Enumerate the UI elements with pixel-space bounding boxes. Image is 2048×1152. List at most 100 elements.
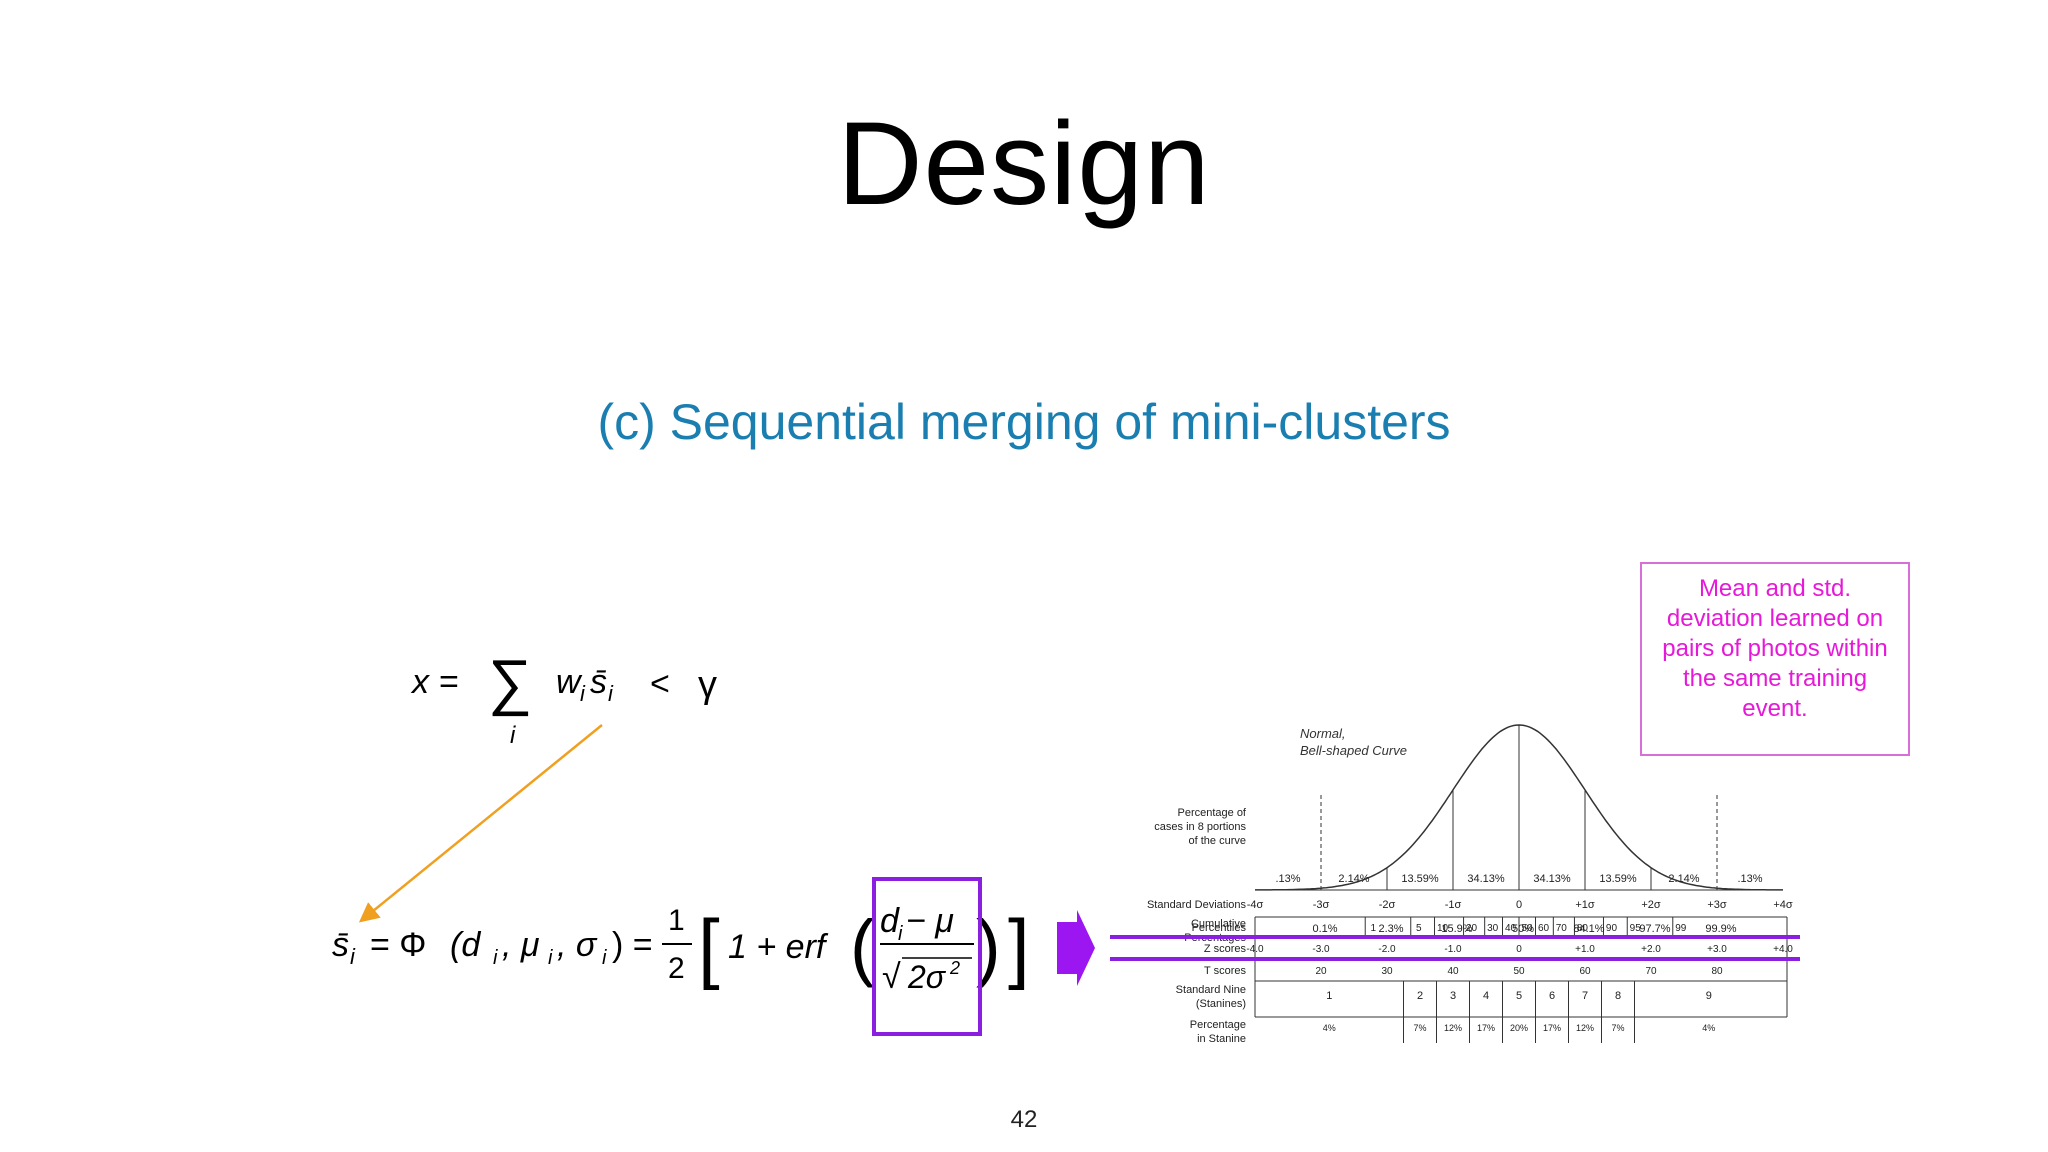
- stanine-label: 1: [1326, 990, 1332, 1002]
- z-score-label: -1.0: [1444, 944, 1462, 955]
- percentile-label: 70: [1556, 923, 1568, 934]
- purple-arrow-icon: [1057, 910, 1095, 986]
- stanine-label: 8: [1615, 990, 1621, 1002]
- t-score-label: 30: [1381, 966, 1393, 977]
- formula2-inner-num-sub: i: [898, 923, 903, 945]
- stanine-percentage: 12%: [1444, 1023, 1462, 1033]
- row-label-percentage: cases in 8 portions: [1154, 821, 1246, 833]
- stanine-percentage: 7%: [1611, 1023, 1624, 1033]
- stanine-label: 2: [1417, 990, 1423, 1002]
- formula1-s-sub: i: [608, 681, 614, 706]
- annotation-box: Mean and std. deviation learned on pairs…: [1640, 562, 1910, 756]
- std-dev-label: +1σ: [1575, 899, 1595, 911]
- formula2-frac-den: 2: [668, 952, 685, 985]
- row-label-percentage: Percentage of: [1178, 807, 1247, 819]
- row-label-t-scores: T scores: [1204, 965, 1246, 977]
- row-label-cumulative: Cumulative: [1191, 918, 1246, 930]
- formula2-frac-num: 1: [668, 904, 685, 937]
- percentile-label: 40: [1505, 923, 1517, 934]
- formula1-gamma: γ: [698, 664, 717, 706]
- formula2-args-sub3: i: [602, 947, 607, 969]
- z-score-label: -2.0: [1378, 944, 1396, 955]
- percentile-label: 30: [1487, 923, 1499, 934]
- cumulative-label: 50%: [1512, 923, 1534, 935]
- stanine-label: 3: [1450, 990, 1456, 1002]
- annotation-line: Mean and std.: [1698, 575, 1852, 602]
- cumulative-label: 2.3%: [1378, 923, 1403, 935]
- t-score-label: 70: [1645, 966, 1657, 977]
- stanine-percentage: 17%: [1477, 1023, 1495, 1033]
- threshold-formula: x = ∑ i w i s̄ i < γ: [410, 648, 717, 749]
- percentile-label: 80: [1577, 923, 1589, 934]
- stanine-percentage: 4%: [1323, 1023, 1336, 1033]
- std-dev-label: 0: [1516, 899, 1522, 911]
- percentile-label: 60: [1538, 923, 1550, 934]
- z-score-highlight-box: [1110, 935, 1800, 961]
- z-score-label: 0: [1516, 944, 1522, 955]
- z-score-label: +3.0: [1707, 944, 1727, 955]
- stanine-percentage: 7%: [1413, 1023, 1426, 1033]
- stanine-label: 5: [1516, 990, 1522, 1002]
- slide-subtitle: (c) Sequential merging of mini-clusters: [597, 394, 1451, 450]
- row-label-stanines: (Stanines): [1196, 998, 1246, 1010]
- cumulative-label: 0.1%: [1312, 923, 1337, 935]
- similarity-formula: s̄ i = Φ (d i , μ i , σ i ) = 1 2 [ 1 + …: [332, 877, 1030, 1036]
- std-dev-label: -3σ: [1313, 899, 1330, 911]
- formula2-paren-open: (: [850, 905, 875, 988]
- row-label-z-scores: Z scores: [1204, 943, 1247, 955]
- formula2-args-mid1: , μ: [502, 926, 540, 964]
- formula2-one-plus-erf: 1 + erf: [728, 928, 829, 966]
- formula2-args-sub2: i: [548, 947, 553, 969]
- percentile-label: 50: [1521, 923, 1533, 934]
- formula2-args: (d: [450, 926, 481, 964]
- portion-percentage: 13.59%: [1401, 873, 1439, 885]
- std-dev-label: +4σ: [1773, 899, 1793, 911]
- chart-title-line2: Bell-shaped Curve: [1300, 743, 1407, 758]
- std-dev-label: -4σ: [1247, 899, 1264, 911]
- cumulative-label: 97.7%: [1639, 923, 1670, 935]
- t-score-label: 20: [1315, 966, 1327, 977]
- row-label-percentage: of the curve: [1189, 835, 1246, 847]
- annotation-line: event.: [1742, 695, 1808, 722]
- row-label-stanine-pct: in Stanine: [1197, 1033, 1246, 1045]
- stanine-percentage: 20%: [1510, 1023, 1528, 1033]
- portion-percentage: .13%: [1275, 873, 1300, 885]
- percentile-label: 95: [1630, 923, 1642, 934]
- row-labels: Percentage of cases in 8 portions of the c…: [1147, 807, 1247, 1045]
- formula2-args-end: ) =: [612, 926, 653, 964]
- row-label-stanines: Standard Nine: [1176, 984, 1246, 996]
- annotation-line: deviation learned on: [1666, 605, 1884, 632]
- bell-curve: [1255, 724, 1783, 891]
- z-score-label: +4.0: [1773, 944, 1793, 955]
- stanine-label: 6: [1549, 990, 1555, 1002]
- percentile-label: 10: [1437, 923, 1449, 934]
- std-dev-label: -2σ: [1379, 899, 1396, 911]
- std-dev-label: +3σ: [1707, 899, 1727, 911]
- portion-percentage: 34.13%: [1467, 873, 1505, 885]
- z-score-label: -4.0: [1246, 944, 1264, 955]
- formula2-root: √: [882, 958, 901, 996]
- chart-marks: .13%2.14%13.59%34.13%34.13%13.59%2.14%.1…: [1246, 873, 1793, 1033]
- z-score-label: -3.0: [1312, 944, 1330, 955]
- formula2-bracket-open: [: [698, 903, 720, 991]
- stanine-percentage: 4%: [1702, 1023, 1715, 1033]
- formula2-highlight-box: [872, 877, 982, 1036]
- std-dev-label: +2σ: [1641, 899, 1661, 911]
- percentile-label: 1: [1370, 923, 1376, 934]
- portion-percentage: 2.14%: [1668, 873, 1699, 885]
- portion-percentage: 34.13%: [1533, 873, 1571, 885]
- stanine-label: 9: [1706, 990, 1712, 1002]
- slide-title: Design: [837, 98, 1211, 230]
- formula2-inner-den: 2σ: [907, 959, 947, 995]
- stanine-label: 4: [1483, 990, 1489, 1002]
- stanine-label: 7: [1582, 990, 1588, 1002]
- formula2-inner-num: d: [880, 902, 900, 940]
- row-label-stanine-pct: Percentage: [1190, 1019, 1246, 1031]
- annotation-line: pairs of photos within: [1662, 635, 1888, 662]
- page-number: 42: [1010, 1106, 1038, 1133]
- percentile-label: 99: [1675, 923, 1687, 934]
- formula2-s: s̄: [332, 926, 349, 964]
- normal-distribution-chart: .13%2.14%13.59%34.13%34.13%13.59%2.14%.1…: [1110, 724, 1800, 1045]
- annotation-line: the same training: [1682, 665, 1868, 692]
- std-dev-label: -1σ: [1445, 899, 1462, 911]
